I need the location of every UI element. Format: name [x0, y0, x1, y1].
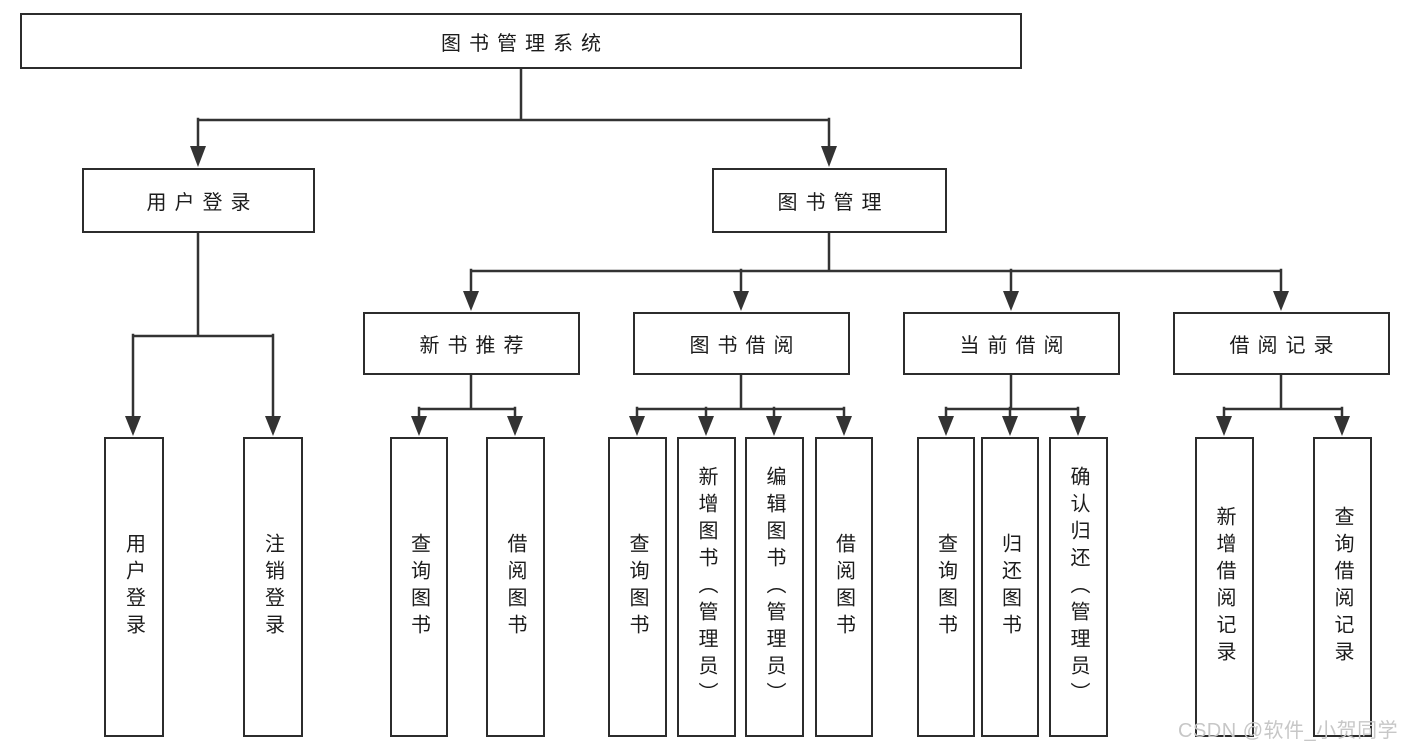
- node-borrow-book-recommend: 借阅图书: [486, 437, 545, 737]
- node-user-login-action: 用户登录: [104, 437, 164, 737]
- node-confirm-return-admin: 确认归还（管理员）: [1049, 437, 1108, 737]
- node-label: 查询图书: [934, 533, 957, 641]
- node-query-borrow-record: 查询借阅记录: [1313, 437, 1372, 737]
- node-label: 用户登录: [146, 192, 259, 214]
- node-book-management: 图书管理: [712, 168, 947, 233]
- node-query-book-current: 查询图书: [917, 437, 975, 737]
- node-label: 查询图书: [407, 533, 430, 641]
- node-label: 借阅图书: [504, 533, 526, 641]
- node-label: 归还图书: [998, 533, 1021, 641]
- node-current-borrow: 当前借阅: [903, 312, 1120, 375]
- node-label: 查询图书: [626, 533, 648, 641]
- node-add-book-admin: 新增图书（管理员）: [677, 437, 736, 737]
- node-label: 借阅记录: [1229, 335, 1342, 357]
- node-label: 新增借阅记录: [1213, 506, 1235, 668]
- node-label: 新增图书（管理员）: [695, 465, 717, 709]
- node-edit-book-admin: 编辑图书（管理员）: [745, 437, 804, 737]
- node-user-login: 用户登录: [82, 168, 315, 233]
- node-query-book-borrow: 查询图书: [608, 437, 667, 737]
- node-borrow-records: 借阅记录: [1173, 312, 1390, 375]
- node-label: 编辑图书（管理员）: [763, 465, 785, 709]
- node-label: 借阅图书: [832, 533, 855, 641]
- node-borrow-book-action: 借阅图书: [815, 437, 873, 737]
- node-label: 图书借阅: [689, 335, 802, 357]
- node-label: 图书管理系统: [441, 32, 609, 55]
- node-root: 图书管理系统: [20, 13, 1022, 69]
- node-label: 图书管理: [777, 192, 890, 214]
- node-logout-action: 注销登录: [243, 437, 303, 737]
- node-add-borrow-record: 新增借阅记录: [1195, 437, 1254, 737]
- node-label: 注销登录: [261, 533, 284, 641]
- node-label: 新书推荐: [419, 335, 532, 357]
- node-book-borrow: 图书借阅: [633, 312, 850, 375]
- node-label: 查询借阅记录: [1331, 506, 1353, 668]
- node-label: 确认归还（管理员）: [1067, 465, 1089, 709]
- csdn-watermark: CSDN @软件_小贺同学: [1178, 720, 1399, 742]
- node-return-book: 归还图书: [981, 437, 1039, 737]
- node-label: 当前借阅: [959, 335, 1072, 357]
- node-label: 用户登录: [122, 533, 145, 641]
- node-query-book-recommend: 查询图书: [390, 437, 448, 737]
- node-new-book-recommend: 新书推荐: [363, 312, 580, 375]
